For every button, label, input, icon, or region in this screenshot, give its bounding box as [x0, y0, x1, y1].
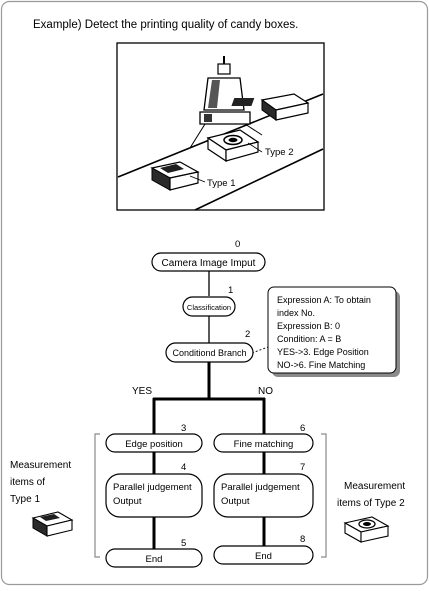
fine-matching-label: Fine matching [234, 439, 294, 450]
right-output-line2: Output [221, 496, 250, 507]
conveyor-edge-front [194, 148, 324, 211]
step-number-1: 1 [228, 285, 233, 296]
left-side-line-2: items of [10, 477, 45, 488]
right-end-label: End [255, 551, 272, 562]
left-side-line-1: Measurement [10, 460, 71, 471]
step-number-2: 2 [245, 329, 250, 340]
note-line-6: NO->6. Fine Matching [277, 360, 365, 370]
note-line-4: Condition: A = B [277, 334, 341, 344]
left-end-label: End [146, 554, 163, 565]
note-line-1: Expression A: To obtain [277, 295, 371, 305]
candy-box-type2-back [231, 93, 310, 121]
left-branch: 3 Edge position 4 Parallel judgement Out… [105, 423, 203, 568]
branch-node: 2 Conditiond Branch [165, 329, 254, 363]
start-label: Camera Image Imput [162, 258, 256, 269]
type1-label: Type 1 [207, 178, 236, 189]
right-bracket [321, 433, 327, 558]
flow-connectors [152, 271, 269, 549]
page-title: Example) Detect the printing quality of … [33, 19, 298, 31]
type2-label: Type 2 [265, 147, 294, 158]
note-line-5: YES->3. Edge Position [277, 347, 369, 357]
branch-label: Conditiond Branch [172, 348, 246, 358]
left-bracket [94, 433, 100, 558]
classification-label: Classification [187, 303, 231, 312]
condition-note: Expression A: To obtain index No. Expres… [267, 286, 400, 377]
step-number-0: 0 [235, 239, 240, 250]
right-side-label: Measurement items of Type 2 [337, 481, 405, 509]
step-number-7: 7 [300, 462, 305, 473]
box-type2-icon [343, 516, 390, 543]
step-number-6: 6 [300, 423, 305, 434]
no-label: NO [258, 386, 273, 397]
classification-node: 1 Classification [182, 285, 236, 317]
candy-box-type2-center [206, 129, 260, 163]
left-side-label: Measurement items of Type 1 [10, 460, 71, 505]
candy-box-type1-front [150, 161, 200, 191]
step-number-4: 4 [181, 462, 186, 473]
right-side-line-2: items of Type 2 [337, 498, 405, 509]
start-node: 0 Camera Image Imput [151, 239, 266, 272]
box-type1-icon [31, 511, 74, 537]
step-number-3: 3 [181, 423, 186, 434]
right-side-line-1: Measurement [344, 481, 405, 492]
step-number-5: 5 [181, 538, 186, 549]
illustration: Type 2 Type 1 [116, 42, 325, 211]
step-number-8: 8 [300, 534, 305, 545]
left-side-line-3: Type 1 [10, 494, 40, 505]
edge-position-label: Edge position [125, 439, 183, 450]
left-output-line1: Parallel judgement [113, 482, 192, 493]
note-line-2: index No. [277, 308, 315, 318]
right-output-line1: Parallel judgement [221, 482, 300, 493]
left-output-line2: Output [113, 496, 142, 507]
note-line-3: Expression B: 0 [277, 321, 340, 331]
right-branch: 6 Fine matching 7 Parallel judgement Out… [213, 423, 314, 565]
yes-label: YES [132, 386, 152, 397]
